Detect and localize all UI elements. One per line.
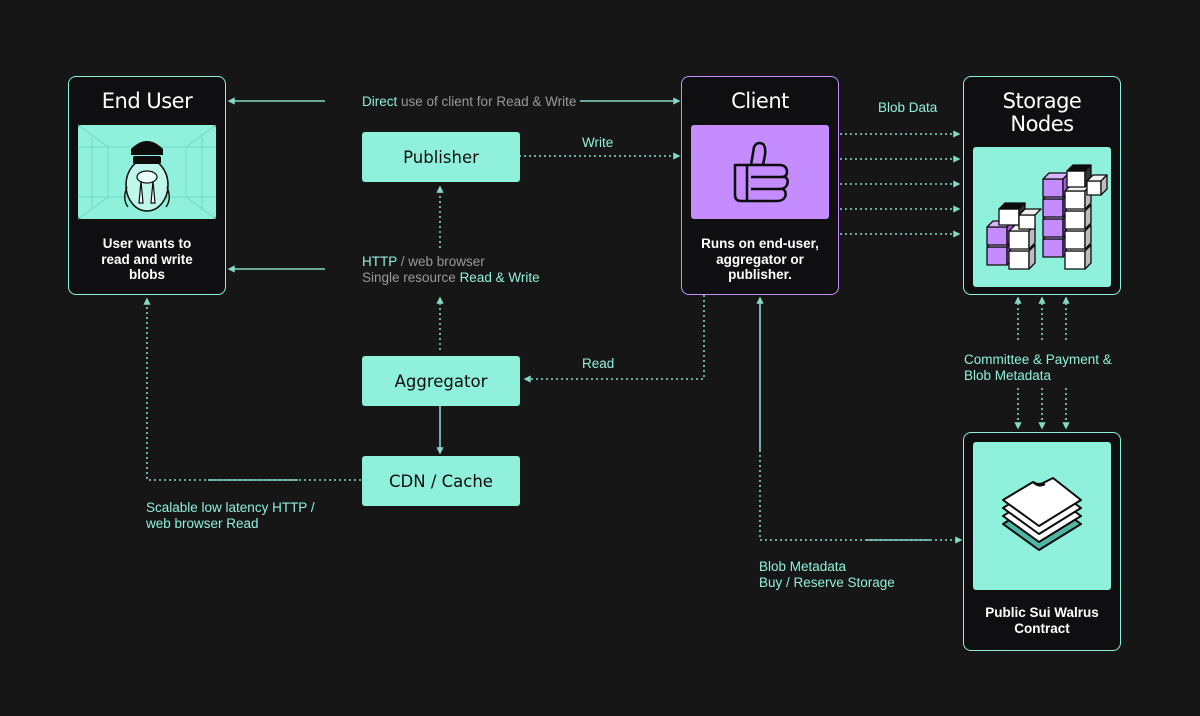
- committee-label: Committee & Payment & Blob Metadata: [964, 352, 1112, 384]
- storage-cubes-icon: [986, 164, 1108, 270]
- publisher-node: Publisher: [362, 132, 520, 182]
- direct-rest: use of client for Read & Write: [397, 94, 577, 109]
- end-user-illustration: [77, 124, 217, 220]
- stacked-sheets-icon: [1002, 477, 1082, 551]
- client-caption-line: aggregator or: [716, 251, 804, 267]
- committee-line: Blob Metadata: [964, 368, 1052, 383]
- client-illustration: [691, 125, 829, 219]
- storage-title-line: Nodes: [1010, 112, 1074, 136]
- read-arrow: [523, 295, 705, 383]
- aggregator-node: Aggregator: [362, 356, 520, 406]
- cdn-cache-label: CDN / Cache: [389, 471, 493, 491]
- blob-metadata-label: Blob Metadata Buy / Reserve Storage: [759, 559, 895, 591]
- storage-title-line: Storage: [1002, 89, 1082, 113]
- storage-nodes-card: Storage Nodes: [963, 76, 1121, 295]
- client-caption-line: publisher.: [728, 267, 792, 282]
- blob-metadata-line: Buy / Reserve Storage: [759, 575, 895, 590]
- storage-illustration: [973, 147, 1111, 287]
- storage-nodes-title: Storage Nodes: [964, 90, 1120, 136]
- client-title: Client: [731, 89, 789, 113]
- aggregator-label: Aggregator: [394, 371, 488, 391]
- contract-card: Public Sui Walrus Contract: [963, 432, 1121, 651]
- contract-illustration: [973, 442, 1111, 590]
- cdn-cache-node: CDN / Cache: [362, 456, 520, 506]
- write-label: Write: [582, 135, 614, 150]
- contract-caption-line: Public Sui Walrus: [985, 605, 1099, 620]
- connector-lines: [143, 97, 1070, 544]
- end-user-caption-line: User wants to: [102, 236, 192, 251]
- blob-metadata-arrow: [759, 450, 963, 544]
- contract-caption-line: Contract: [1014, 620, 1070, 636]
- http-line2-highlight: Read & Write: [459, 270, 540, 285]
- direct-highlight: Direct: [362, 94, 398, 109]
- end-user-caption-line: read and write: [101, 251, 193, 267]
- client-caption: Runs on end-user, aggregator or publishe…: [688, 236, 832, 283]
- client-caption-line: Runs on end-user,: [701, 236, 819, 251]
- end-user-caption-line: blobs: [129, 267, 165, 282]
- direct-use-label: Direct use of client for Read & Write: [362, 94, 576, 110]
- end-user-caption: User wants to read and write blobs: [75, 236, 219, 283]
- walrus-mascot-icon: [77, 124, 217, 220]
- http-line2-grey: Single resource: [362, 270, 460, 285]
- scalable-read-arrow: [143, 297, 361, 481]
- http-line1-highlight: HTTP: [362, 254, 398, 269]
- blob-data-label: Blob Data: [878, 100, 938, 115]
- scalable-read-label: Scalable low latency HTTP / web browser …: [146, 500, 315, 532]
- publisher-label: Publisher: [403, 147, 479, 167]
- client-card: Client Runs on end-user, aggregator or p…: [681, 76, 839, 295]
- blob-metadata-line: Blob Metadata: [759, 559, 847, 574]
- end-user-title: End User: [101, 89, 193, 113]
- read-label: Read: [582, 356, 615, 371]
- end-user-card: End User User wants: [68, 76, 226, 295]
- contract-caption: Public Sui Walrus Contract: [970, 605, 1114, 636]
- scalable-line: Scalable low latency HTTP /: [146, 500, 315, 515]
- committee-line: Committee & Payment &: [964, 352, 1112, 367]
- scalable-line: web browser Read: [146, 516, 259, 531]
- http-label: HTTP / web browser Single resource Read …: [362, 254, 540, 286]
- http-line1-rest: / web browser: [397, 254, 485, 269]
- thumbs-up-icon: [733, 141, 789, 203]
